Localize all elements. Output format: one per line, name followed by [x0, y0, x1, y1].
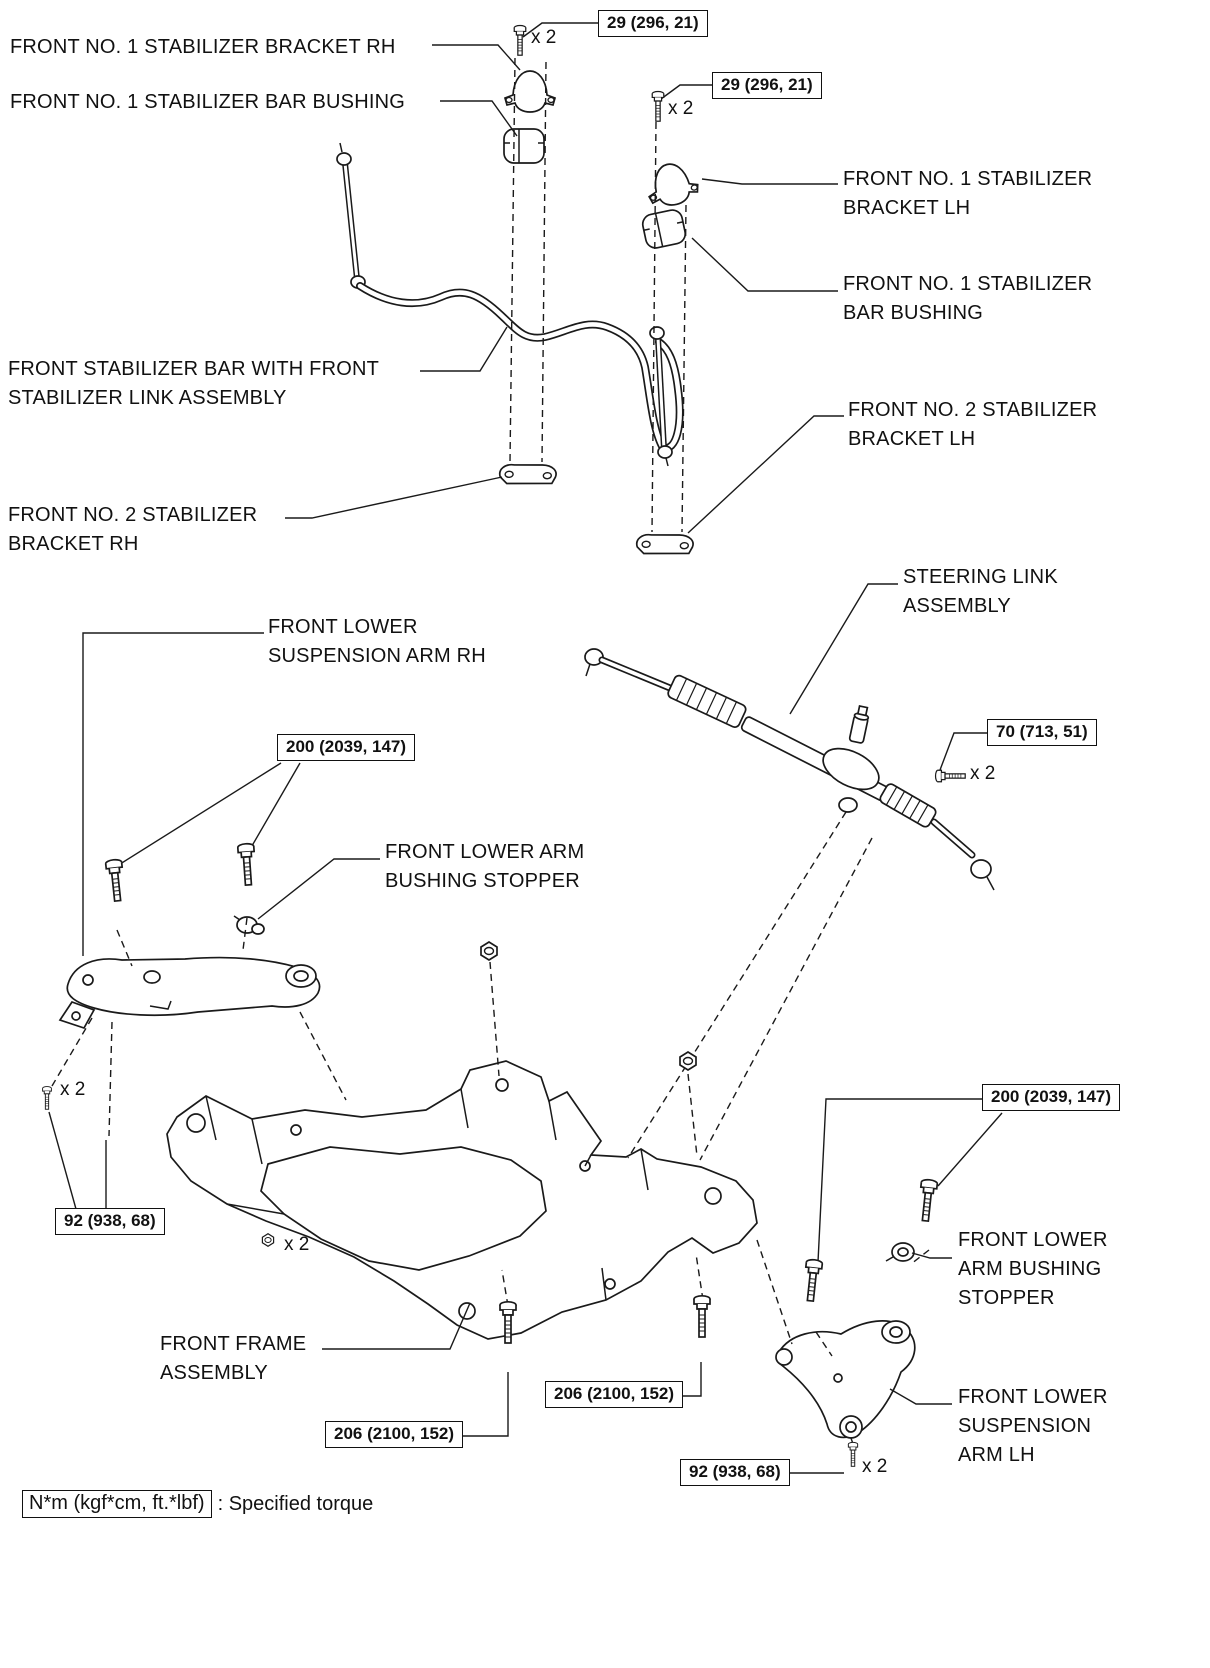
steering-rack-drawing [584, 648, 995, 891]
nut-icon [261, 1233, 275, 1247]
part-label-front-lower-arm-bushing-stopper-lh: FRONT LOWER ARM BUSHING STOPPER [958, 1229, 1108, 1309]
part-label-front-frame-assembly: FRONT FRAME ASSEMBLY [160, 1333, 307, 1384]
front-no2-bracket-lh-drawing [635, 530, 695, 558]
torque-spec-arm-rear-lh: 92 (938, 68) [680, 1459, 790, 1486]
torque-spec-lower-arm-lh: 200 (2039, 147) [982, 1084, 1121, 1111]
stabilizer-bar-drawing [336, 142, 684, 467]
bolt-icon [801, 1258, 824, 1303]
front-no2-bracket-rh-drawing [498, 460, 558, 488]
quantity-note: x 2 [668, 98, 694, 119]
bolt-icon [693, 1294, 711, 1338]
bolt-icon [513, 24, 527, 56]
part-label-front-no1-stabilizer-bar-bushing-lh: FRONT NO. 1 STABILIZER BAR BUSHING [843, 273, 1093, 324]
quantity-note: x 2 [970, 763, 996, 784]
assembly-guide-lines [51, 57, 930, 1445]
part-label-front-no2-stabilizer-bracket-rh: FRONT NO. 2 STABILIZER BRACKET RH [8, 504, 258, 555]
front-no1-bracket-lh-drawing [641, 157, 702, 212]
part-label-front-no1-stabilizer-bar-bushing-rh: FRONT NO. 1 STABILIZER BAR BUSHING [10, 91, 406, 113]
part-label-front-lower-arm-bushing-stopper-rh: FRONT LOWER ARM BUSHING STOPPER [385, 841, 585, 892]
torque-spec-stabilizer-bracket-rh: 29 (296, 21) [598, 10, 708, 37]
front-no1-bracket-rh-drawing [504, 70, 556, 113]
lower-arm-bushing-stopper-rh-drawing [233, 915, 265, 935]
torque-spec-arm-rear-rh: 92 (938, 68) [55, 1208, 165, 1235]
bolt-icon [236, 842, 258, 887]
torque-spec-stabilizer-bracket-lh: 29 (296, 21) [712, 72, 822, 99]
bolt-icon [847, 1441, 859, 1467]
bolt-icon [916, 1178, 939, 1223]
part-label-steering-link-assembly: STEERING LINK ASSEMBLY [903, 566, 1058, 617]
front-frame-drawing [166, 1060, 758, 1340]
torque-spec-frame-bolt-rh: 206 (2100, 152) [325, 1421, 464, 1448]
leader-lines [48, 22, 1003, 1474]
torque-legend-caption: : Specified torque [217, 1492, 374, 1515]
part-label-front-no1-stabilizer-bracket-rh: FRONT NO. 1 STABILIZER BRACKET RH [10, 36, 396, 58]
bolt-icon [104, 858, 127, 903]
torque-spec-frame-bolt-lh: 206 (2100, 152) [545, 1381, 684, 1408]
bolt-icon [651, 90, 665, 122]
quantity-note: x 2 [531, 27, 557, 48]
part-label-front-stabilizer-bar-link-assembly: FRONT STABILIZER BAR WITH FRONT STABILIZ… [8, 358, 380, 409]
lower-arm-rh-drawing [58, 956, 321, 1030]
nut-icon [679, 1051, 697, 1071]
quantity-note: x 2 [284, 1234, 310, 1255]
part-label-front-no1-stabilizer-bracket-lh: FRONT NO. 1 STABILIZER BRACKET LH [843, 168, 1093, 219]
quantity-note: x 2 [60, 1079, 86, 1100]
torque-legend: N*m (kgf*cm, ft.*lbf) : Specified torque [22, 1490, 373, 1518]
lower-arm-lh-drawing [775, 1320, 916, 1439]
front-no1-bushing-lh-drawing [640, 207, 688, 251]
bolt-icon [42, 1086, 52, 1110]
torque-unit-box: N*m (kgf*cm, ft.*lbf) [22, 1490, 212, 1518]
lower-arm-bushing-stopper-lh-drawing [885, 1242, 915, 1262]
torque-spec-lower-arm-rh: 200 (2039, 147) [277, 734, 416, 761]
part-label-front-lower-suspension-arm-lh: FRONT LOWER SUSPENSION ARM LH [958, 1386, 1108, 1466]
bolt-icon [934, 769, 966, 783]
front-no1-bushing-rh-drawing [503, 128, 545, 164]
nut-icon [480, 941, 498, 961]
part-label-front-lower-suspension-arm-rh: FRONT LOWER SUSPENSION ARM RH [268, 616, 486, 667]
quantity-note: x 2 [862, 1456, 888, 1477]
torque-spec-steering-link: 70 (713, 51) [987, 719, 1097, 746]
part-label-front-no2-stabilizer-bracket-lh: FRONT NO. 2 STABILIZER BRACKET LH [848, 399, 1098, 450]
